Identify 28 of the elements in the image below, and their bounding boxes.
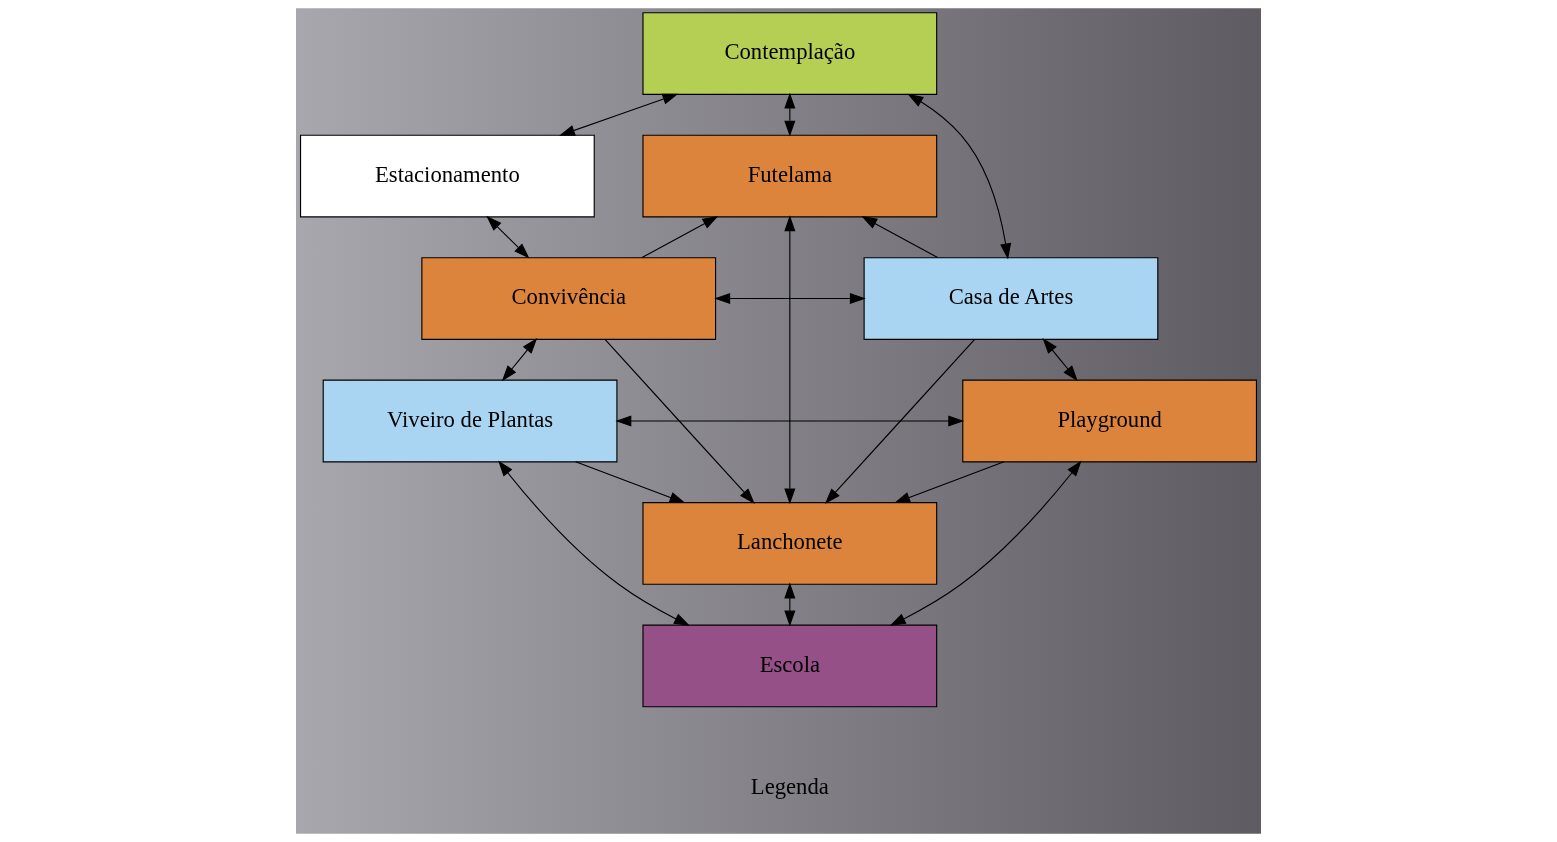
arrow [907,93,1012,260]
node-box: Futelama [642,134,938,218]
arrow [784,92,796,137]
node-box: Contemplação [642,12,938,95]
arrow [486,215,530,259]
arrow [615,415,965,427]
arrow [559,93,679,136]
arrow [714,292,866,305]
arrow [641,216,719,259]
node-box: Playground [962,379,1258,463]
label: Legenda [750,774,829,800]
node-box: Lanchonete [642,502,938,585]
node-box: Viveiro de Plantas [322,379,618,463]
arrow [1042,338,1078,382]
node-box: Casa de Artes [863,257,1159,340]
arrow [784,582,796,627]
node-box: Estacionamento [299,134,595,218]
node-box: Escola [642,624,938,708]
arrow [604,339,755,504]
node-box: Convivência [421,257,717,340]
arrow [575,461,686,504]
arrow [501,338,538,382]
arrow [861,216,939,259]
arrow [894,461,1005,504]
arrow [824,339,975,504]
arrow [784,215,796,505]
arrow [498,460,690,626]
arrow [889,460,1082,626]
